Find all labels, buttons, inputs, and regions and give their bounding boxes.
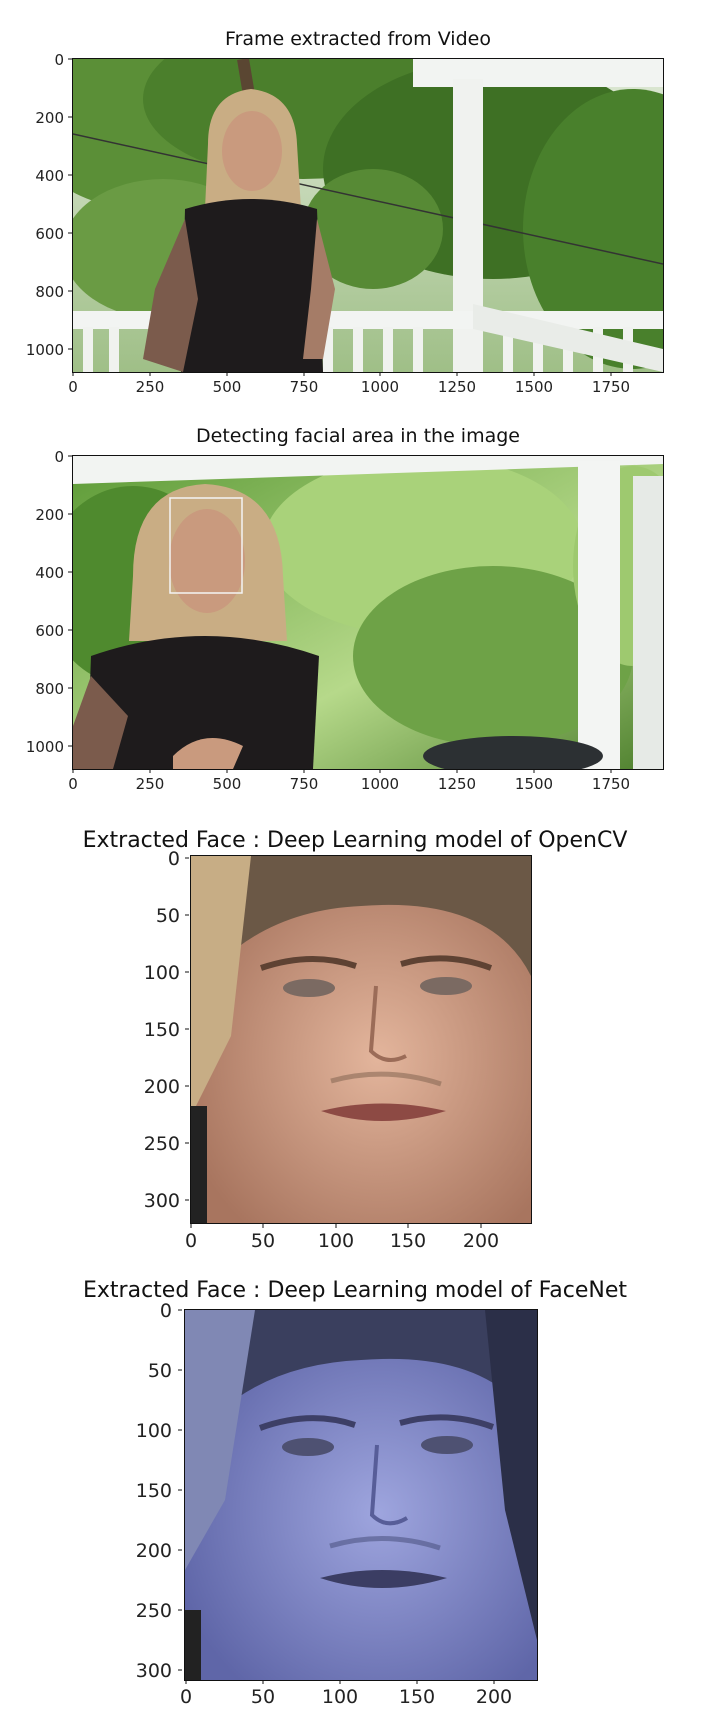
x-tick-label: 500 (213, 775, 242, 793)
panel-face-detection: Detecting facial area in the image (0, 400, 710, 793)
axes: 0 200 400 600 800 1000 0 250 500 750 100… (26, 448, 630, 793)
y-tick-label: 300 (136, 1660, 172, 1682)
axes: 0 50 100 150 200 250 300 0 50 100 150 20… (144, 848, 499, 1252)
image-frame (72, 58, 664, 373)
x-axis (72, 372, 612, 376)
x-tick-label: 1250 (438, 775, 476, 793)
panel-frame: Frame extracted from Video (0, 0, 710, 396)
x-tick-label: 1000 (361, 378, 399, 396)
x-tick-label: 1000 (361, 775, 399, 793)
x-tick-label: 0 (180, 1686, 192, 1708)
panel-title: Frame extracted from Video (225, 28, 491, 50)
y-tick-label: 0 (54, 51, 64, 69)
y-tick-label: 200 (35, 506, 64, 524)
y-tick-label: 0 (160, 1300, 172, 1322)
x-tick-label: 50 (251, 1686, 275, 1708)
y-tick-label: 300 (144, 1190, 180, 1212)
x-tick-label: 0 (68, 378, 78, 396)
axes: 0 50 100 150 200 250 300 0 50 100 150 20… (136, 1300, 512, 1708)
x-tick-label: 1750 (592, 378, 630, 396)
y-tick-label: 0 (54, 448, 64, 466)
y-tick-label: 50 (148, 1360, 172, 1382)
panel-opencv-face: Extracted Face : Deep Learning model of … (0, 815, 710, 1255)
y-tick-label: 600 (35, 225, 64, 243)
x-tick-label: 1500 (515, 775, 553, 793)
x-tick-label: 200 (476, 1686, 512, 1708)
x-tick-label: 250 (136, 775, 165, 793)
x-tick-label: 0 (185, 1230, 197, 1252)
x-tick-label: 750 (290, 775, 319, 793)
y-tick-label: 150 (136, 1480, 172, 1502)
y-tick-label: 800 (35, 283, 64, 301)
y-tick-label: 150 (144, 1019, 180, 1041)
detection-image (73, 456, 663, 769)
panel-title: Extracted Face : Deep Learning model of … (82, 828, 628, 853)
panel-title: Detecting facial area in the image (196, 425, 520, 447)
x-tick-label: 100 (322, 1686, 358, 1708)
frame-image (73, 59, 663, 372)
x-tick-label: 200 (463, 1230, 499, 1252)
x-tick-label: 150 (399, 1686, 435, 1708)
panel-title: Extracted Face : Deep Learning model of … (83, 1278, 627, 1303)
y-tick-label: 250 (136, 1600, 172, 1622)
y-tick-label: 250 (144, 1133, 180, 1155)
x-tick-label: 250 (136, 378, 165, 396)
facenet-face-image (185, 1310, 537, 1680)
x-tick-label: 750 (290, 378, 319, 396)
image-facenet-face (184, 1309, 538, 1681)
y-tick-label: 200 (136, 1540, 172, 1562)
panel-facenet-face: Extracted Face : Deep Learning model of … (0, 1265, 710, 1720)
x-tick-label: 1500 (515, 378, 553, 396)
y-axis (68, 58, 72, 350)
y-tick-label: 50 (156, 905, 180, 927)
x-tick-label: 50 (251, 1230, 275, 1252)
y-tick-label: 400 (35, 564, 64, 582)
axes: 0 200 400 600 800 1000 0 250 500 750 100… (26, 51, 630, 396)
face-bounding-box (169, 497, 243, 594)
x-tick-label: 500 (213, 378, 242, 396)
y-tick-label: 100 (136, 1420, 172, 1442)
y-tick-label: 200 (35, 109, 64, 127)
y-tick-label: 1000 (26, 341, 64, 359)
y-tick-label: 400 (35, 167, 64, 185)
y-tick-label: 200 (144, 1076, 180, 1098)
x-tick-label: 0 (68, 775, 78, 793)
x-tick-label: 100 (318, 1230, 354, 1252)
x-tick-label: 150 (390, 1230, 426, 1252)
x-tick-label: 1250 (438, 378, 476, 396)
opencv-face-image (191, 856, 531, 1223)
y-tick-label: 100 (144, 962, 180, 984)
y-tick-label: 800 (35, 680, 64, 698)
y-tick-label: 1000 (26, 738, 64, 756)
image-face-detection (72, 455, 664, 770)
image-opencv-face (190, 855, 532, 1224)
x-tick-label: 1750 (592, 775, 630, 793)
y-tick-label: 600 (35, 622, 64, 640)
y-tick-label: 0 (168, 848, 180, 870)
